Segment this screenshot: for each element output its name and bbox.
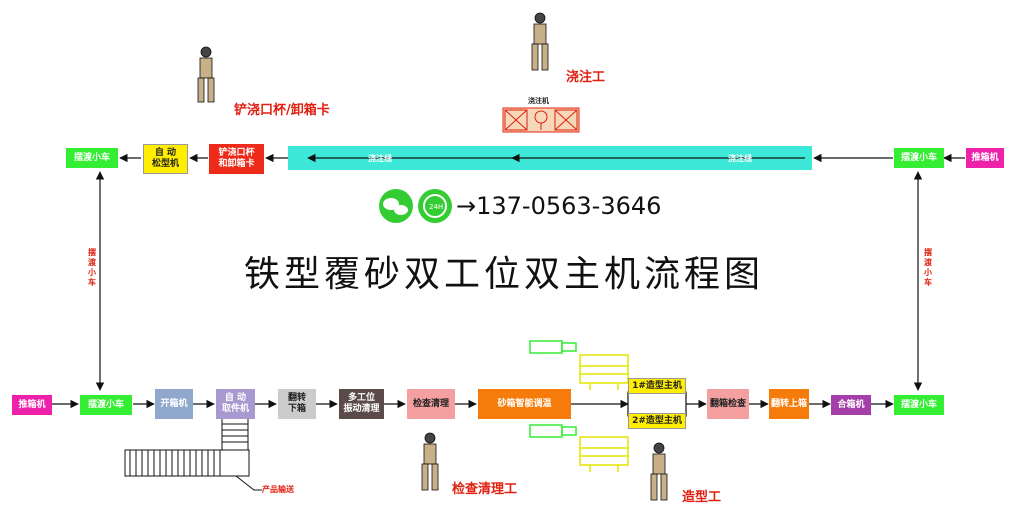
worker-icon [421, 432, 439, 491]
sand-temp-station: 砂箱智能调温 [478, 389, 571, 419]
product-conveyor-icon [124, 417, 262, 491]
phone-24h-icon: 24H [418, 189, 452, 223]
flip-inspect-station: 翻箱检查 [707, 389, 749, 419]
transfer-cart-top-left: 摆渡小车 [66, 148, 118, 168]
worker-label-molding: 造型工 [682, 490, 722, 505]
product-conveyor-label: 产品输送 [262, 485, 294, 494]
auto-loose-machine: 自 动 松型机 [143, 144, 188, 174]
molding-machine-2: 2#造型主机 [628, 413, 686, 429]
transfer-cart-top-right: 摆渡小车 [894, 148, 944, 168]
push-machine-bottom: 推箱机 [12, 395, 52, 415]
pour-line-label-left: 浇注线 [368, 154, 392, 163]
worker-label-shovel: 铲浇口杯/卸箱卡 [234, 103, 330, 118]
molding-frame-top [579, 354, 629, 390]
worker-label-inspect: 检查清理工 [452, 482, 518, 497]
box-closer: 合箱机 [831, 395, 871, 415]
pour-line-label-right: 浇注线 [728, 154, 752, 163]
worker-label-pour: 浇注工 [566, 70, 606, 85]
inspect-clean-station: 检查清理 [407, 389, 455, 419]
multi-vibrate-station: 多工位 振动清理 [339, 389, 384, 419]
pour-machine-icon [502, 107, 580, 133]
cylinder-top [529, 340, 577, 354]
diagram-title: 铁型覆砂双工位双主机流程图 [244, 254, 765, 295]
worker-icon [650, 442, 668, 501]
pour-machine-label: 浇注机 [528, 97, 549, 105]
flip-up-station: 翻转上箱 [769, 389, 809, 419]
cylinder-bottom [529, 424, 577, 438]
molding-frame-bottom [579, 436, 629, 472]
box-opener: 开箱机 [155, 389, 193, 419]
flip-down-station: 翻转 下箱 [278, 389, 316, 419]
molding-machine-1: 1#造型主机 [628, 378, 686, 394]
worker-icon [531, 12, 549, 71]
shovel-unload-station: 铲浇口杯 和卸箱卡 [209, 144, 264, 174]
svg-text:24H: 24H [429, 203, 443, 211]
worker-icon [197, 46, 215, 103]
push-machine-top: 推箱机 [966, 148, 1004, 168]
side-label-right: 摆渡小车 [924, 248, 932, 287]
transfer-cart-bottom-right: 摆渡小车 [894, 395, 944, 415]
auto-take-machine: 自 动 取件机 [216, 389, 255, 419]
transfer-cart-bottom-left: 摆渡小车 [80, 395, 132, 415]
contact-phone: →137-0563-3646 [456, 192, 662, 220]
wechat-icon [379, 189, 413, 223]
side-label-left: 摆渡小车 [88, 248, 96, 287]
